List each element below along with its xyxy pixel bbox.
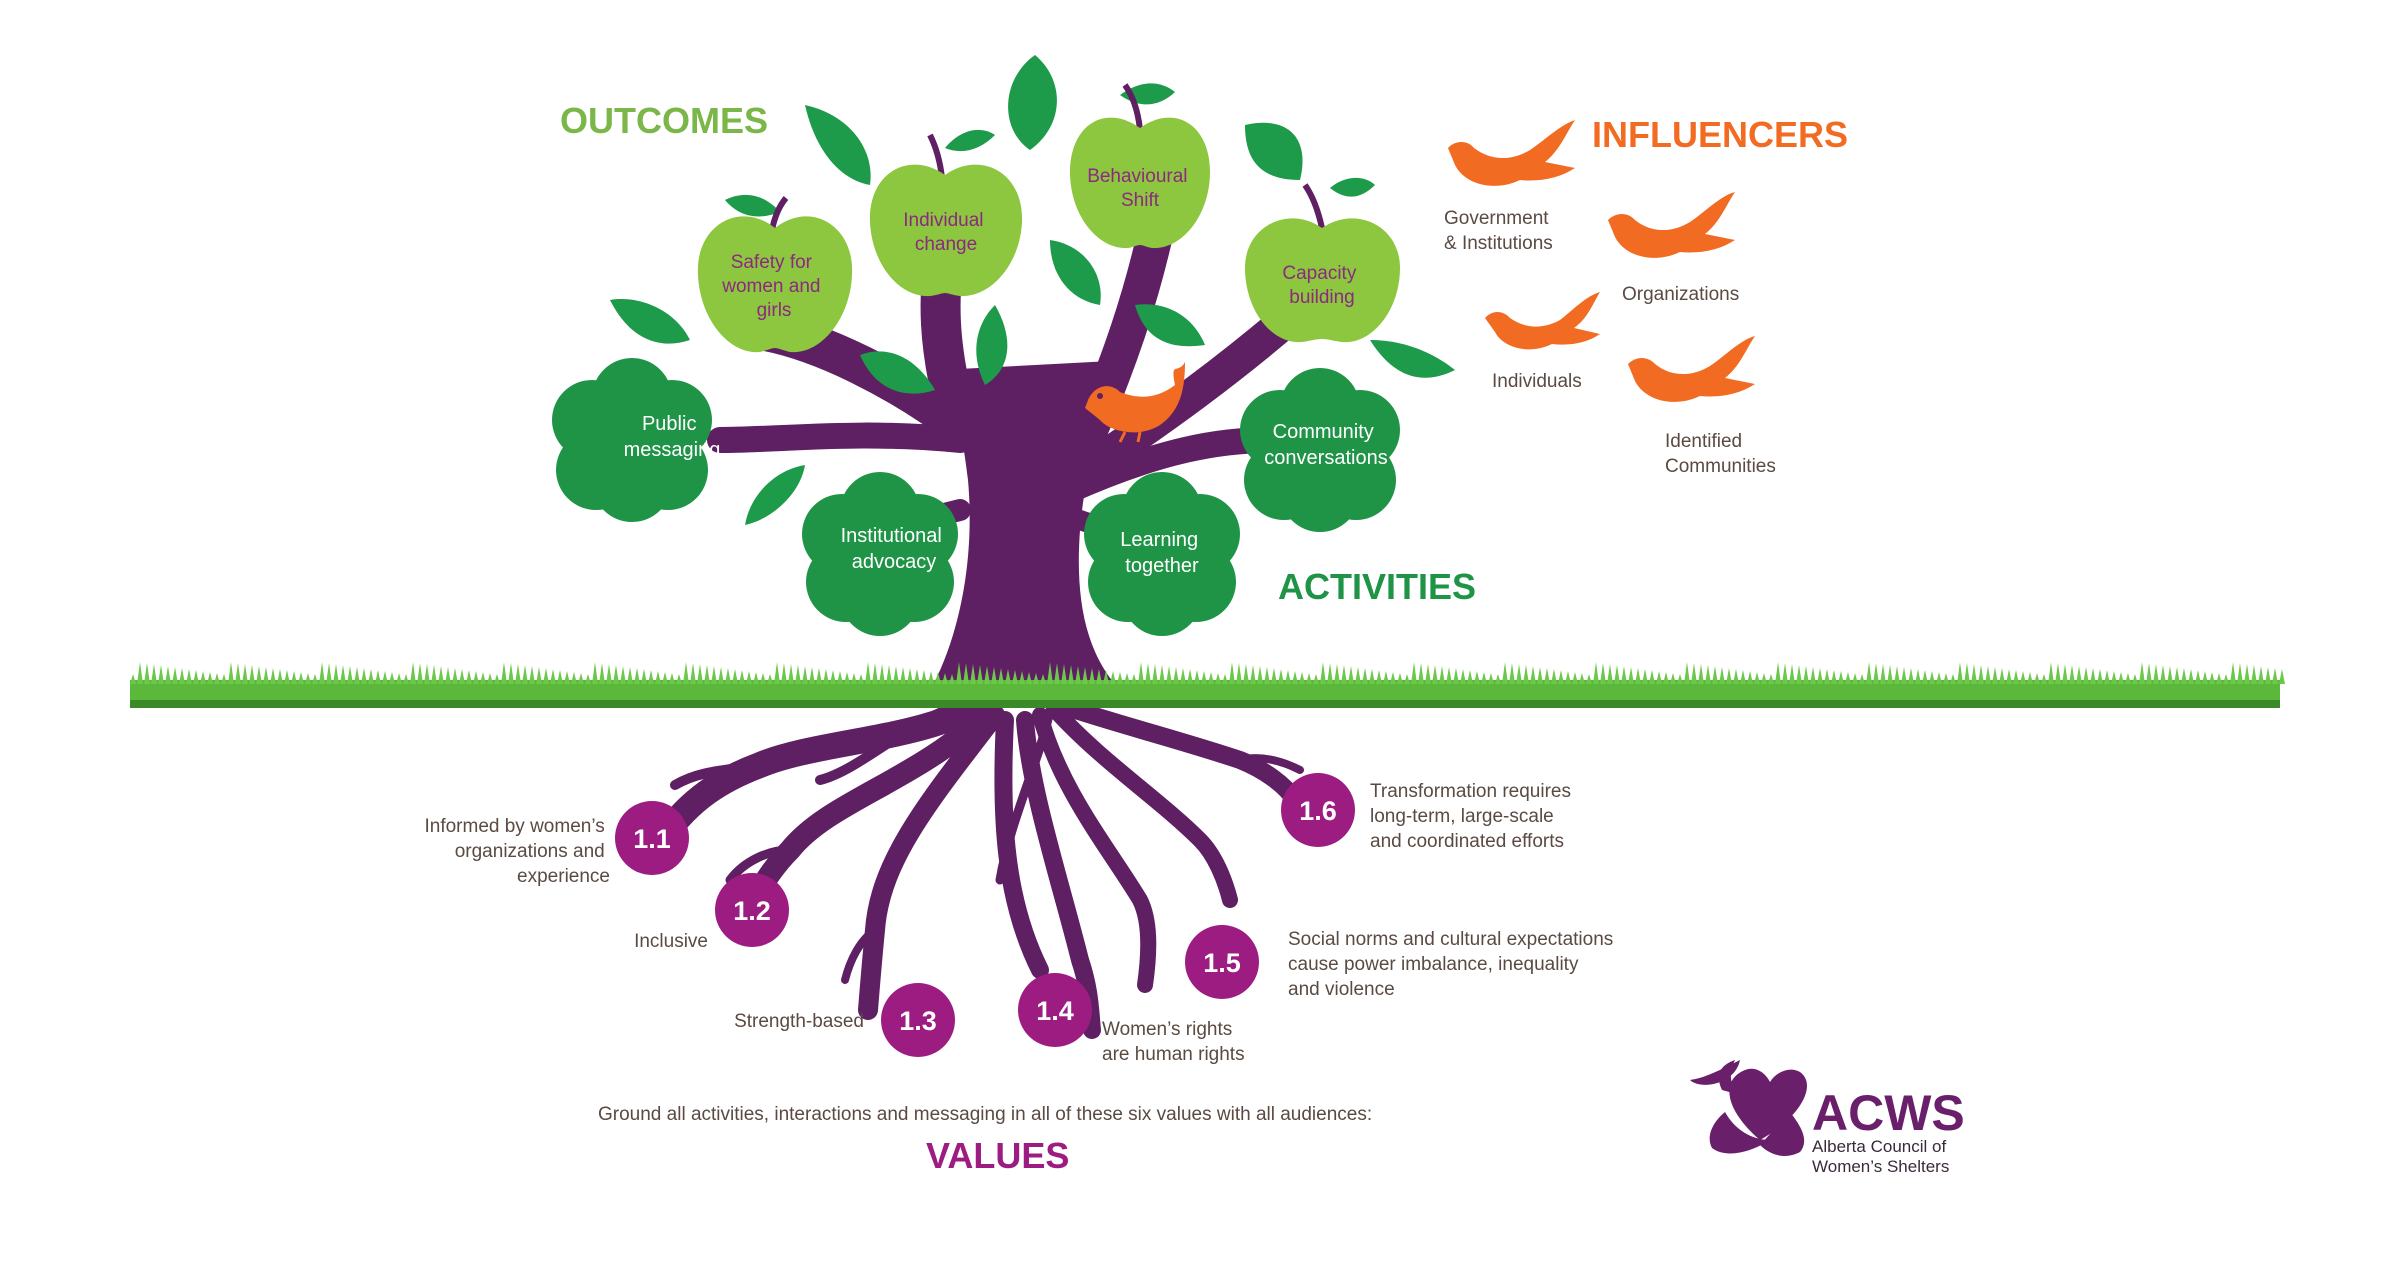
svg-text:1.2: 1.2 bbox=[733, 896, 771, 926]
influencer-communities: Identified Communities bbox=[1628, 336, 1776, 477]
value-1-1: 1.1 Informed by women’s organizations an… bbox=[424, 801, 689, 887]
svg-text:1.3: 1.3 bbox=[899, 1006, 937, 1036]
leaf bbox=[976, 305, 1008, 385]
svg-text:Behavioural Shift: Behavioural Shift bbox=[1087, 166, 1193, 211]
outcome-safety: Safety for women and girls bbox=[697, 196, 853, 353]
svg-text:1.1: 1.1 bbox=[633, 824, 671, 854]
svg-text:1.4: 1.4 bbox=[1036, 996, 1074, 1026]
svg-text:Community conversations: Community conversations bbox=[1264, 421, 1387, 469]
activities-heading: ACTIVITIES bbox=[1278, 566, 1476, 607]
outcome-individual-change: Individual change bbox=[869, 133, 1023, 297]
svg-text:1.5: 1.5 bbox=[1203, 948, 1241, 978]
influencer-organizations: Organizations bbox=[1608, 192, 1739, 305]
activity-community-conversations: Community conversations bbox=[1240, 368, 1400, 532]
leaf bbox=[610, 299, 690, 344]
influencer-individuals: Individuals bbox=[1485, 292, 1600, 392]
value-1-5: 1.5 Social norms and cultural expectatio… bbox=[1185, 925, 1619, 1000]
leaf bbox=[1050, 240, 1101, 305]
acws-logo: ACWS Alberta Council of Women’s Shelters bbox=[1690, 1060, 1965, 1176]
values-heading: VALUES bbox=[926, 1135, 1069, 1176]
svg-text:Learning together: Learning together bbox=[1120, 529, 1203, 577]
svg-text:Informed by women’s orga: Informed by women’s organizations and ex… bbox=[424, 816, 610, 887]
svg-text:Institutional advocacy: Institutional advocacy bbox=[841, 525, 948, 573]
value-1-2: 1.2 Inclusive bbox=[634, 873, 789, 952]
leaves bbox=[610, 55, 1455, 525]
dove-icon bbox=[1448, 120, 1575, 186]
svg-text:ACWS: ACWS bbox=[1812, 1085, 1965, 1141]
influencers-heading: INFLUENCERS bbox=[1592, 114, 1848, 155]
outcome-behavioural-shift: Behavioural Shift bbox=[1070, 83, 1210, 249]
dove-icon bbox=[1485, 292, 1600, 350]
outcome-capacity-building: Capacity building bbox=[1245, 183, 1400, 343]
leaf bbox=[1008, 55, 1057, 150]
dove-icon bbox=[1608, 192, 1735, 258]
activity-institutional-advocacy: Institutional advocacy bbox=[802, 472, 958, 636]
svg-text:Women’s Shelters: Women’s Shelters bbox=[1812, 1157, 1949, 1176]
svg-text:Safety for women and: Safety for women and girls bbox=[721, 252, 826, 321]
influencer-government: Government & Institutions bbox=[1444, 120, 1575, 254]
value-1-4: 1.4 Women’s rights are human rights bbox=[1018, 973, 1245, 1065]
bird-icon bbox=[1085, 362, 1185, 443]
svg-text:1.6: 1.6 bbox=[1299, 796, 1337, 826]
activity-public-messaging: Public messaging bbox=[552, 358, 720, 522]
svg-text:Individuals: Individuals bbox=[1492, 371, 1582, 392]
leaf bbox=[945, 129, 995, 152]
svg-text:Capacity building: Capacity building bbox=[1282, 263, 1361, 308]
leaf bbox=[1135, 304, 1205, 347]
logo-mark-icon bbox=[1690, 1060, 1807, 1156]
svg-text:Inclusive: Inclusive bbox=[634, 931, 708, 952]
svg-text:Strength-based: Strength-based bbox=[734, 1011, 864, 1032]
ground-instruction: Ground all activities, interactions and … bbox=[598, 1104, 1372, 1125]
outcomes-heading: OUTCOMES bbox=[560, 100, 768, 141]
leaf bbox=[1330, 177, 1375, 197]
activity-learning-together: Learning together bbox=[1084, 472, 1240, 636]
leaf bbox=[745, 465, 805, 525]
svg-text:Identified Communities: Identified Communities bbox=[1665, 431, 1776, 477]
svg-text:Government & Institution: Government & Institutions bbox=[1444, 208, 1554, 254]
dove-icon bbox=[1628, 336, 1755, 402]
svg-text:Social norms and cultural expe: Social norms and cultural expectations c… bbox=[1288, 929, 1619, 1000]
roots bbox=[652, 687, 1304, 1039]
grass-line bbox=[130, 662, 2285, 708]
leaf bbox=[725, 194, 780, 217]
value-1-3: 1.3 Strength-based bbox=[734, 983, 955, 1057]
svg-text:Organizations: Organizations bbox=[1622, 284, 1739, 305]
svg-text:Public messaging: Public messaging bbox=[624, 413, 721, 461]
leaf bbox=[860, 351, 935, 394]
leaf bbox=[805, 105, 871, 185]
svg-text:Women’s rights are human: Women’s rights are human rights bbox=[1102, 1019, 1245, 1065]
svg-text:Transformation requires: Transformation requires long-term, large… bbox=[1370, 781, 1576, 852]
leaf bbox=[1245, 122, 1303, 180]
svg-text:Individual change: Individual change bbox=[903, 210, 989, 255]
svg-text:Alberta Council of: Alberta Council of bbox=[1812, 1137, 1946, 1156]
leaf bbox=[1370, 340, 1455, 378]
value-1-6: 1.6 Transformation requires long-term, l… bbox=[1281, 773, 1576, 852]
